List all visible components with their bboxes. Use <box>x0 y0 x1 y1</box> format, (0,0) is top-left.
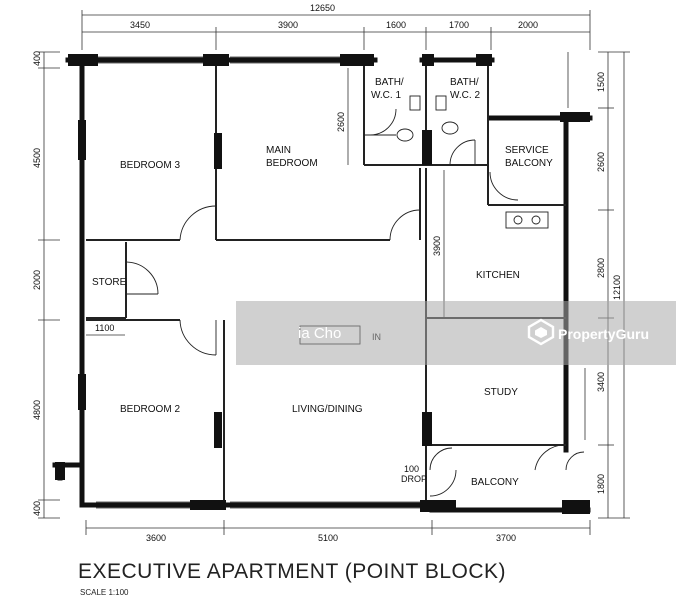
room-balcony: BALCONY <box>471 477 519 488</box>
columns <box>55 54 590 514</box>
plan-title: EXECUTIVE APARTMENT (POINT BLOCK) <box>78 560 507 583</box>
dim-top-3: 1600 <box>386 20 406 30</box>
exterior-walls <box>52 57 593 513</box>
drop-note-line1: 100 <box>404 464 419 474</box>
left-dimension-lines <box>38 51 60 519</box>
dim-overall-right: 12100 <box>612 275 622 300</box>
door-swings <box>125 108 585 497</box>
dim-left-5: 400 <box>32 501 42 516</box>
room-bath-2-line2: W.C. 2 <box>450 90 480 101</box>
inner-dimension-lines <box>86 68 445 336</box>
room-main-bedroom-line1: MAIN <box>266 145 291 156</box>
dim-left-4: 4800 <box>32 400 42 420</box>
room-study: STUDY <box>484 387 518 398</box>
bottom-dimension-lines <box>85 520 591 535</box>
dim-right-1: 1500 <box>596 72 606 92</box>
dim-right-2: 2600 <box>596 152 606 172</box>
interior-walls <box>86 62 566 505</box>
top-dimension-lines <box>81 10 591 50</box>
dim-left-1: 400 <box>32 51 42 66</box>
room-bath-2-line1: BATH/ <box>450 77 479 88</box>
dim-top-1: 3450 <box>130 20 150 30</box>
dim-bottom-2: 5100 <box>318 533 338 543</box>
dim-right-3: 2800 <box>596 258 606 278</box>
room-main-bedroom-line2: BEDROOM <box>266 158 318 169</box>
room-bath-1-line2: W.C. 1 <box>371 90 401 101</box>
kitchen-sink <box>505 211 549 229</box>
dim-top-5: 2000 <box>518 20 538 30</box>
room-service-balcony-line1: SERVICE <box>505 145 549 156</box>
propertyguru-logo-icon <box>527 318 555 346</box>
dim-inner-1100: 1100 <box>95 323 114 333</box>
dim-bottom-1: 3600 <box>146 533 166 543</box>
watermark-agent-text: ia Cho <box>298 325 342 342</box>
dim-left-3: 2000 <box>32 270 42 290</box>
watermark-band <box>236 301 676 365</box>
dim-bottom-3: 3700 <box>496 533 516 543</box>
room-bath-1-line1: BATH/ <box>375 77 404 88</box>
room-bedroom-2: BEDROOM 2 <box>120 404 180 415</box>
dim-left-2: 4500 <box>32 148 42 168</box>
window-lines <box>96 56 586 509</box>
drop-note-line2: DROP <box>401 474 427 484</box>
dim-inner-2600: 2600 <box>336 112 346 132</box>
room-bedroom-3: BEDROOM 3 <box>120 160 180 171</box>
room-kitchen: KITCHEN <box>476 270 520 281</box>
plan-scale: SCALE 1:100 <box>80 588 129 597</box>
room-store: STORE <box>92 277 127 288</box>
dim-inner-3900: 3900 <box>432 236 442 256</box>
room-living-dining: LIVING/DINING <box>292 404 363 415</box>
bath-fixtures <box>396 95 459 142</box>
dim-top-4: 1700 <box>449 20 469 30</box>
dim-right-5: 1800 <box>596 474 606 494</box>
watermark-brand: PropertyGuru <box>558 326 650 342</box>
dim-top-2: 3900 <box>278 20 298 30</box>
dim-overall-top: 12650 <box>310 3 335 13</box>
room-service-balcony-line2: BALCONY <box>505 158 553 169</box>
dim-right-4: 3400 <box>596 372 606 392</box>
